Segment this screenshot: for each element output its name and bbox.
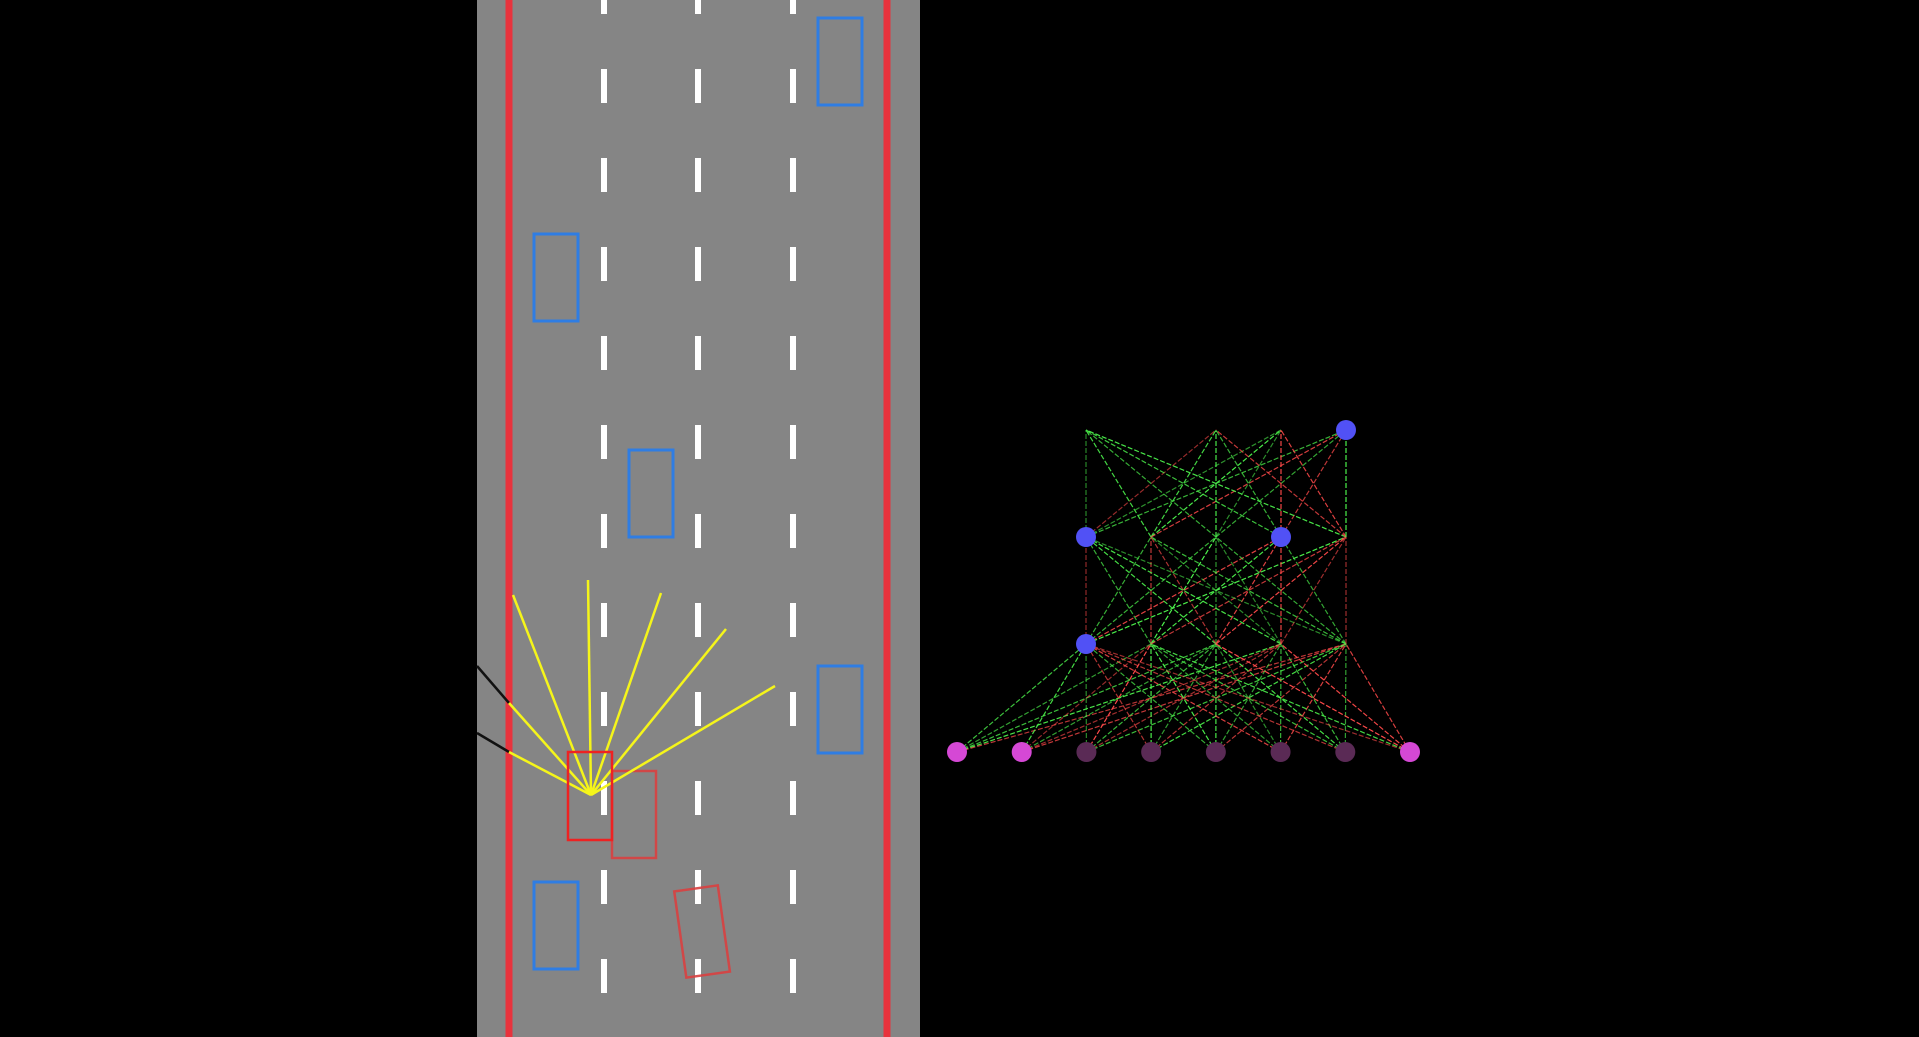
hidden-node [1076,527,1096,547]
traffic-car [816,664,864,755]
network-connection [956,643,1152,753]
sensor-ray [586,579,593,796]
hidden-node [1271,527,1291,547]
network-connection [1085,643,1217,753]
input-node [1205,742,1226,762]
network-connection [1344,643,1347,753]
input-node [1400,742,1420,762]
network-connection [1085,643,1152,753]
network-connection [1085,429,1282,538]
network-connection [1150,429,1347,538]
network-connection [1215,536,1347,645]
sensor-rays [508,579,776,797]
sensor-ray [511,594,593,796]
network-connection [1150,643,1346,753]
network-connections [956,429,1411,753]
network-connection [1150,536,1347,645]
network-connection [1021,643,1087,753]
input-node [1011,742,1032,762]
sensor-ray-blocked [476,731,510,754]
network-connection [1085,429,1217,538]
sensor-ray-blocked [476,665,510,704]
network-connection [1150,643,1411,753]
network-connection [1085,429,1152,538]
network-connection [1280,643,1411,753]
traffic-cars [532,16,864,971]
network-connection [1150,643,1347,753]
traffic-car [532,232,580,323]
ego-car [566,750,614,842]
network-connection [1280,643,1347,753]
network-connection [1085,429,1282,538]
network-connection [956,643,1087,753]
network-connection [1150,536,1347,645]
output-node [1336,420,1356,440]
network-nodes [947,420,1420,762]
ghost-car [672,883,732,980]
sensor-ray [589,592,663,796]
network-connection [1345,643,1411,753]
network-connection [1215,429,1347,538]
network-connection [1215,643,1411,753]
network-connection [1085,536,1347,645]
network-connection [1085,536,1217,645]
network-connection [1150,429,1217,538]
input-node [1335,742,1356,762]
sensor-ray [590,684,776,797]
network-connection [1085,643,1346,753]
traffic-car [532,880,580,971]
sensor-rays-blocked [476,665,510,754]
sensor-ray [508,750,592,797]
network-connection [1085,536,1282,645]
input-node [1076,742,1097,762]
input-node [1270,742,1291,762]
network-connection [1085,643,1281,753]
sensor-ray [508,702,592,796]
hidden-node [1076,634,1096,654]
input-node [1141,742,1162,762]
network-connection [1085,536,1282,645]
input-node [947,742,967,762]
traffic-car [627,448,675,539]
traffic-car [816,16,864,107]
sensor-ray [590,628,727,796]
network-connection [956,643,1347,753]
network-connection [1085,429,1347,538]
network-connection [1085,643,1411,753]
